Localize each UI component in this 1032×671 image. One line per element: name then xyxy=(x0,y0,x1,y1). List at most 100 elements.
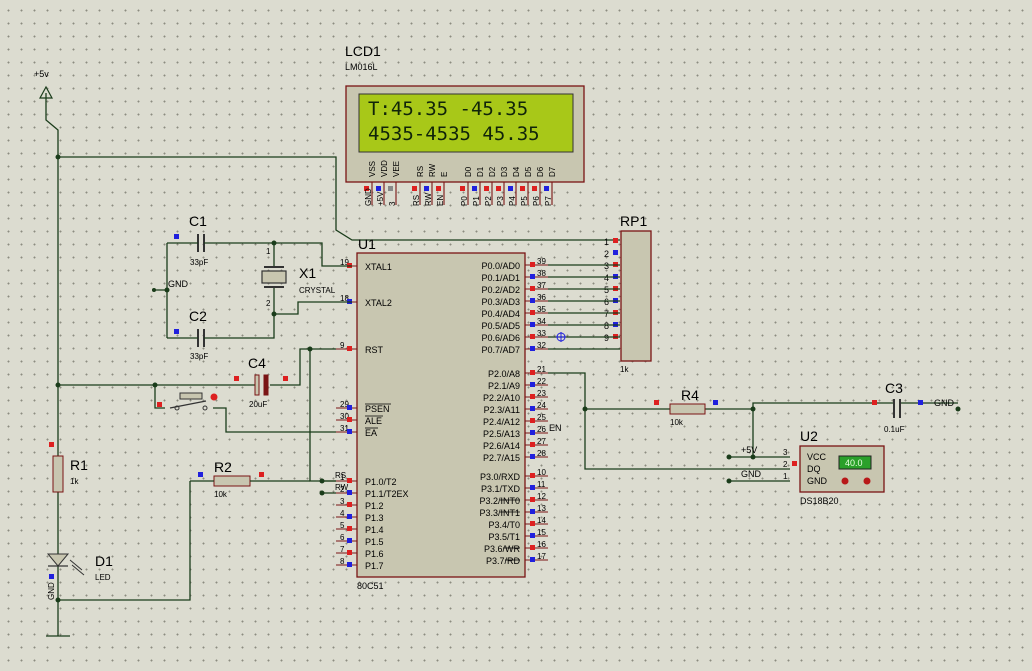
power-terminal[interactable]: +5v xyxy=(34,69,54,99)
mcu-pin-num: 37 xyxy=(537,281,546,290)
mcu-body xyxy=(356,252,526,578)
wire-c2-xtal2 xyxy=(167,301,352,339)
lcd-net-label: RW xyxy=(424,192,433,206)
mcu-pin-num: 27 xyxy=(537,437,546,446)
mcu-pin-label: P2.7/A15 xyxy=(483,453,520,463)
mcu-pin-label: P0.0/AD0 xyxy=(481,261,520,271)
lcd-pin-label: RS xyxy=(416,166,425,177)
r4-value: 10k xyxy=(670,418,684,427)
sensor-u2[interactable]: U2 VCC DQ GND 3 2 1 40.0 DS18B20 xyxy=(783,428,885,506)
lcd-net-label: RS xyxy=(412,195,421,206)
capacitor-c2[interactable]: C2 33pF xyxy=(174,308,208,361)
mcu-pin-label: P1.0/T2 xyxy=(365,477,397,487)
wire-u2-vcc xyxy=(729,409,790,458)
wire-p1 xyxy=(322,480,336,494)
lcd-net-label: +5V xyxy=(376,191,385,206)
mcu-pin-label: P2.5/A13 xyxy=(483,429,520,439)
mcu-pin-num: 30 xyxy=(340,412,349,421)
lcd-line1: T:45.35 -45.35 xyxy=(368,98,528,120)
reset-switch[interactable] xyxy=(157,392,218,411)
mcu-pin-label: P2.6/A14 xyxy=(483,441,520,451)
mcu-pin-label: ALE xyxy=(365,416,382,426)
resistor-r1[interactable]: R1 1k xyxy=(49,442,88,493)
wire-dq-bus xyxy=(548,372,958,410)
lcd-pin-label: D2 xyxy=(488,166,497,177)
led-d1[interactable]: D1 LED xyxy=(46,553,113,582)
rp1-pin-num: 9 xyxy=(604,333,609,343)
mcu-pin-num: 31 xyxy=(340,424,349,433)
c1-value: 33pF xyxy=(190,258,208,267)
lcd-pin-label: D4 xyxy=(512,166,521,177)
u2-display xyxy=(838,455,872,470)
mcu-pin-label: P1.5 xyxy=(365,537,384,547)
mcu-pin-label: P0.3/AD3 xyxy=(481,297,520,307)
mcu-pin-label: P0.2/AD2 xyxy=(481,285,520,295)
mcu-pin-label: P3.1/TXD xyxy=(481,484,521,494)
u2-net-vcc: +5V xyxy=(741,445,757,455)
u2-net-gnd: GND xyxy=(741,469,762,479)
r2-value: 10k xyxy=(214,490,228,499)
mcu-pin-label: P3.7/RD xyxy=(486,556,521,566)
mcu-pin-num: 18 xyxy=(340,294,349,303)
wire-r2 xyxy=(58,480,310,601)
mcu-pin-num: 26 xyxy=(537,425,546,434)
x1-value: CRYSTAL xyxy=(299,286,336,295)
wire-reset-switch-top xyxy=(58,384,165,409)
rs-net-label: RS xyxy=(335,471,346,480)
mcu-pin-label: P2.0/A8 xyxy=(488,369,520,379)
mcu-pin-num: 22 xyxy=(537,377,546,386)
mcu-pin-num: 11 xyxy=(537,480,546,489)
microcontroller-u1[interactable]: U1 80C51 XTAL119XTAL218RST9PSEN29ALE30EA… xyxy=(336,236,548,591)
capacitor-c1[interactable]: C1 33pF xyxy=(174,213,208,267)
mcu-pin-label: XTAL2 xyxy=(365,298,392,308)
mcu-pin-num: 23 xyxy=(537,389,546,398)
mcu-pin-num: 12 xyxy=(537,492,546,501)
r1-ref: R1 xyxy=(70,457,88,473)
mcu-pin-num: 14 xyxy=(537,516,546,525)
lcd-pin-label: E xyxy=(440,172,449,177)
mcu-pin-label: P1.3 xyxy=(365,513,384,523)
mcu-pin-num: 4 xyxy=(340,509,345,518)
mcu-pin-num: 9 xyxy=(340,341,345,350)
mcu-pin-label: P2.2/A10 xyxy=(483,393,520,403)
rp1-pin-num: 6 xyxy=(604,297,609,307)
c2-value: 33pF xyxy=(190,352,208,361)
d1-value: LED xyxy=(95,573,111,582)
resistor-r4[interactable]: R4 10k xyxy=(654,387,718,427)
u2-down-button-icon[interactable] xyxy=(841,477,849,485)
mcu-pin-label: P3.4/T0 xyxy=(488,520,520,530)
r4-ref: R4 xyxy=(681,387,699,403)
lcd-net-label: 3 xyxy=(388,201,397,206)
resistor-r2[interactable]: R2 10k xyxy=(198,459,264,499)
lcd-net-label: P1 xyxy=(472,196,481,206)
crystal-x1[interactable]: X1 CRYSTAL 1 2 xyxy=(261,243,336,314)
capacitor-c3[interactable]: C3 0.1uF xyxy=(872,380,923,434)
c3-ref: C3 xyxy=(885,380,903,396)
mcu-pin-label: P3.3/INT1 xyxy=(479,508,520,518)
rp1-pin-num: 1 xyxy=(604,237,609,247)
mcu-pin-label: P3.6/WR xyxy=(484,544,521,554)
wire-rst xyxy=(309,348,336,482)
mcu-pin-num: 5 xyxy=(340,521,345,530)
mcu-pin-label: P1.7 xyxy=(365,561,384,571)
mcu-pin-label: P2.1/A9 xyxy=(488,381,520,391)
r1-value: 1k xyxy=(70,477,79,486)
x1-pin2: 2 xyxy=(266,299,271,308)
mcu-pin-label: P1.2 xyxy=(365,501,384,511)
lcd-pin-label: D1 xyxy=(476,166,485,177)
capacitor-c4[interactable]: C4 20uF xyxy=(234,355,288,409)
lcd-net-label: EN xyxy=(436,195,445,206)
u2-ref: U2 xyxy=(800,428,818,444)
lcd-module[interactable]: LCD1 LM016L T:45.35 -45.35 4535-4535 45.… xyxy=(345,43,585,206)
mcu-pin-label: PSEN xyxy=(365,404,390,414)
u2-pin-dq-num: 2 xyxy=(783,460,788,469)
lcd-pin-label: VEE xyxy=(392,161,401,177)
vcc-wire xyxy=(45,98,59,600)
u2-up-button-icon[interactable] xyxy=(863,477,871,485)
c4-ref: C4 xyxy=(248,355,266,371)
mcu-pin-num: 10 xyxy=(537,468,546,477)
wire-c1-xtal1 xyxy=(167,242,352,267)
